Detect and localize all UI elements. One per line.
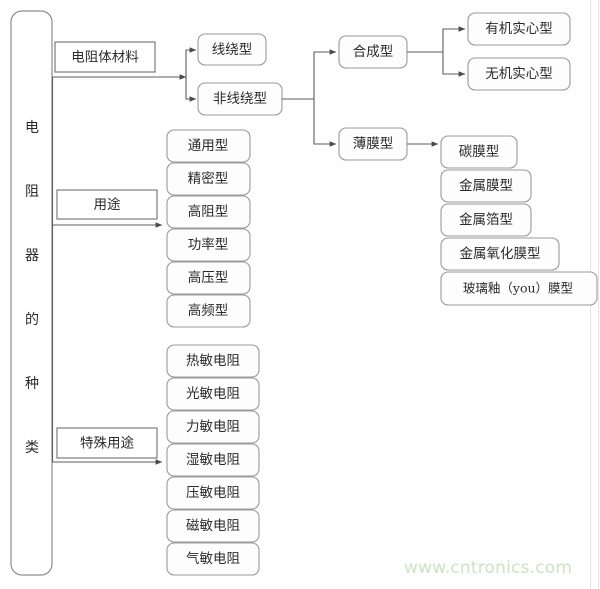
node-metal-foil-label: 金属箔型 bbox=[459, 212, 513, 228]
node-power-type[interactable]: 功率型 bbox=[166, 228, 251, 262]
node-metal-oxide-film-box bbox=[440, 237, 560, 271]
branch-special-usage-label: 特殊用途 bbox=[80, 435, 134, 452]
node-precision-type-label: 精密型 bbox=[188, 170, 229, 187]
connector-synthetic bbox=[407, 26, 466, 77]
site-watermark: www.cntronics.com bbox=[404, 558, 572, 578]
node-organic-solid-box bbox=[467, 12, 571, 46]
node-varistor[interactable]: 压敏电阻 bbox=[166, 476, 260, 510]
root-label-char-0: 电 bbox=[25, 120, 39, 136]
root-label-char-5: 类 bbox=[25, 440, 39, 456]
root-label-char-1: 阻 bbox=[25, 184, 39, 200]
node-inorganic-solid-box bbox=[467, 57, 571, 91]
node-high-resistance-type-label: 高阻型 bbox=[188, 203, 229, 220]
node-humidity-sensitive-resistor-box bbox=[166, 443, 260, 477]
node-high-voltage-type-box bbox=[166, 261, 251, 295]
node-gas-sensitive-resistor[interactable]: 气敏电阻 bbox=[166, 542, 260, 576]
node-organic-solid[interactable]: 有机实心型 bbox=[467, 12, 571, 46]
node-thermistor[interactable]: 热敏电阻 bbox=[166, 344, 260, 378]
node-force-sensitive-resistor-box bbox=[166, 410, 260, 444]
node-high-resistance-type-box bbox=[166, 195, 251, 229]
node-synthetic[interactable]: 合成型 bbox=[338, 35, 408, 69]
root-label-char-2: 器 bbox=[25, 248, 39, 264]
node-high-voltage-type[interactable]: 高压型 bbox=[166, 261, 251, 295]
node-high-resistance-type[interactable]: 高阻型 bbox=[166, 195, 251, 229]
node-glass-glaze-film[interactable]: 玻璃釉（you）膜型 bbox=[440, 271, 598, 306]
node-force-sensitive-resistor[interactable]: 力敏电阻 bbox=[166, 410, 260, 444]
node-carbon-film[interactable]: 碳膜型 bbox=[440, 135, 518, 169]
node-high-frequency-type[interactable]: 高频型 bbox=[166, 294, 251, 328]
root-label-char-3: 的 bbox=[25, 312, 39, 328]
connector-material bbox=[52, 47, 197, 102]
node-metal-foil[interactable]: 金属箔型 bbox=[440, 203, 532, 237]
node-film[interactable]: 薄膜型 bbox=[338, 127, 408, 161]
node-humidity-sensitive-resistor[interactable]: 湿敏电阻 bbox=[166, 443, 260, 477]
node-organic-solid-label: 有机实心型 bbox=[485, 21, 553, 37]
node-humidity-sensitive-resistor-label: 湿敏电阻 bbox=[186, 452, 240, 468]
node-precision-type-box bbox=[166, 162, 251, 196]
node-metal-film[interactable]: 金属膜型 bbox=[440, 169, 532, 203]
node-photoresistor-box bbox=[166, 377, 260, 411]
node-high-voltage-type-label: 高压型 bbox=[188, 269, 229, 286]
node-inorganic-solid[interactable]: 无机实心型 bbox=[467, 57, 571, 91]
node-gas-sensitive-resistor-label: 气敏电阻 bbox=[186, 551, 240, 567]
node-general-type[interactable]: 通用型 bbox=[166, 129, 251, 163]
branch-usage[interactable]: 用途 bbox=[56, 189, 158, 220]
root-node-box bbox=[10, 10, 53, 576]
node-general-type-label: 通用型 bbox=[188, 138, 229, 154]
node-photoresistor-label: 光敏电阻 bbox=[186, 386, 240, 402]
node-metal-oxide-film[interactable]: 金属氧化膜型 bbox=[440, 237, 560, 271]
branch-special-usage[interactable]: 特殊用途 bbox=[56, 427, 158, 459]
node-wirewound-box bbox=[197, 33, 267, 66]
node-magneto-resistor-label: 磁敏电阻 bbox=[186, 518, 240, 534]
root-label-char-4: 种 bbox=[25, 376, 39, 392]
branch-usage-box bbox=[56, 189, 158, 220]
branch-material-box bbox=[54, 41, 156, 73]
node-wirewound[interactable]: 线绕型 bbox=[197, 33, 267, 66]
branch-usage-label: 用途 bbox=[94, 196, 121, 213]
node-carbon-film-box bbox=[440, 135, 518, 169]
node-thermistor-label: 热敏电阻 bbox=[186, 353, 240, 369]
node-glass-glaze-film-label: 玻璃釉（you）膜型 bbox=[463, 281, 573, 296]
root-node[interactable]: 电 阻 器 的 种 类 bbox=[10, 10, 53, 576]
connector-non-wirewound bbox=[282, 49, 337, 147]
node-metal-film-label: 金属膜型 bbox=[459, 178, 513, 194]
node-force-sensitive-resistor-label: 力敏电阻 bbox=[186, 419, 240, 435]
node-non-wirewound-label: 非线绕型 bbox=[213, 91, 267, 107]
node-precision-type[interactable]: 精密型 bbox=[166, 162, 251, 196]
branch-material[interactable]: 电阻体材料 bbox=[54, 41, 156, 73]
node-carbon-film-label: 碳膜型 bbox=[459, 144, 500, 160]
node-synthetic-label: 合成型 bbox=[353, 44, 394, 60]
node-gas-sensitive-resistor-box bbox=[166, 542, 260, 576]
node-varistor-box bbox=[166, 476, 260, 510]
node-high-frequency-type-label: 高频型 bbox=[188, 302, 229, 319]
node-inorganic-solid-label: 无机实心型 bbox=[485, 66, 553, 82]
node-film-label: 薄膜型 bbox=[353, 136, 394, 152]
node-glass-glaze-film-box bbox=[440, 271, 598, 306]
branch-material-label: 电阻体材料 bbox=[71, 50, 139, 66]
node-metal-film-box bbox=[440, 169, 532, 203]
node-varistor-label: 压敏电阻 bbox=[186, 485, 240, 501]
node-high-frequency-type-box bbox=[166, 294, 251, 328]
node-non-wirewound[interactable]: 非线绕型 bbox=[197, 82, 283, 116]
node-metal-oxide-film-label: 金属氧化膜型 bbox=[460, 246, 541, 262]
branch-special-usage-box bbox=[56, 427, 158, 459]
node-magneto-resistor-box bbox=[166, 509, 260, 543]
node-magneto-resistor[interactable]: 磁敏电阻 bbox=[166, 509, 260, 543]
node-power-type-box bbox=[166, 228, 251, 262]
node-photoresistor[interactable]: 光敏电阻 bbox=[166, 377, 260, 411]
node-metal-foil-box bbox=[440, 203, 532, 237]
node-thermistor-box bbox=[166, 344, 260, 378]
node-general-type-box bbox=[166, 129, 251, 163]
node-wirewound-label: 线绕型 bbox=[212, 42, 253, 58]
node-power-type-label: 功率型 bbox=[188, 236, 229, 253]
